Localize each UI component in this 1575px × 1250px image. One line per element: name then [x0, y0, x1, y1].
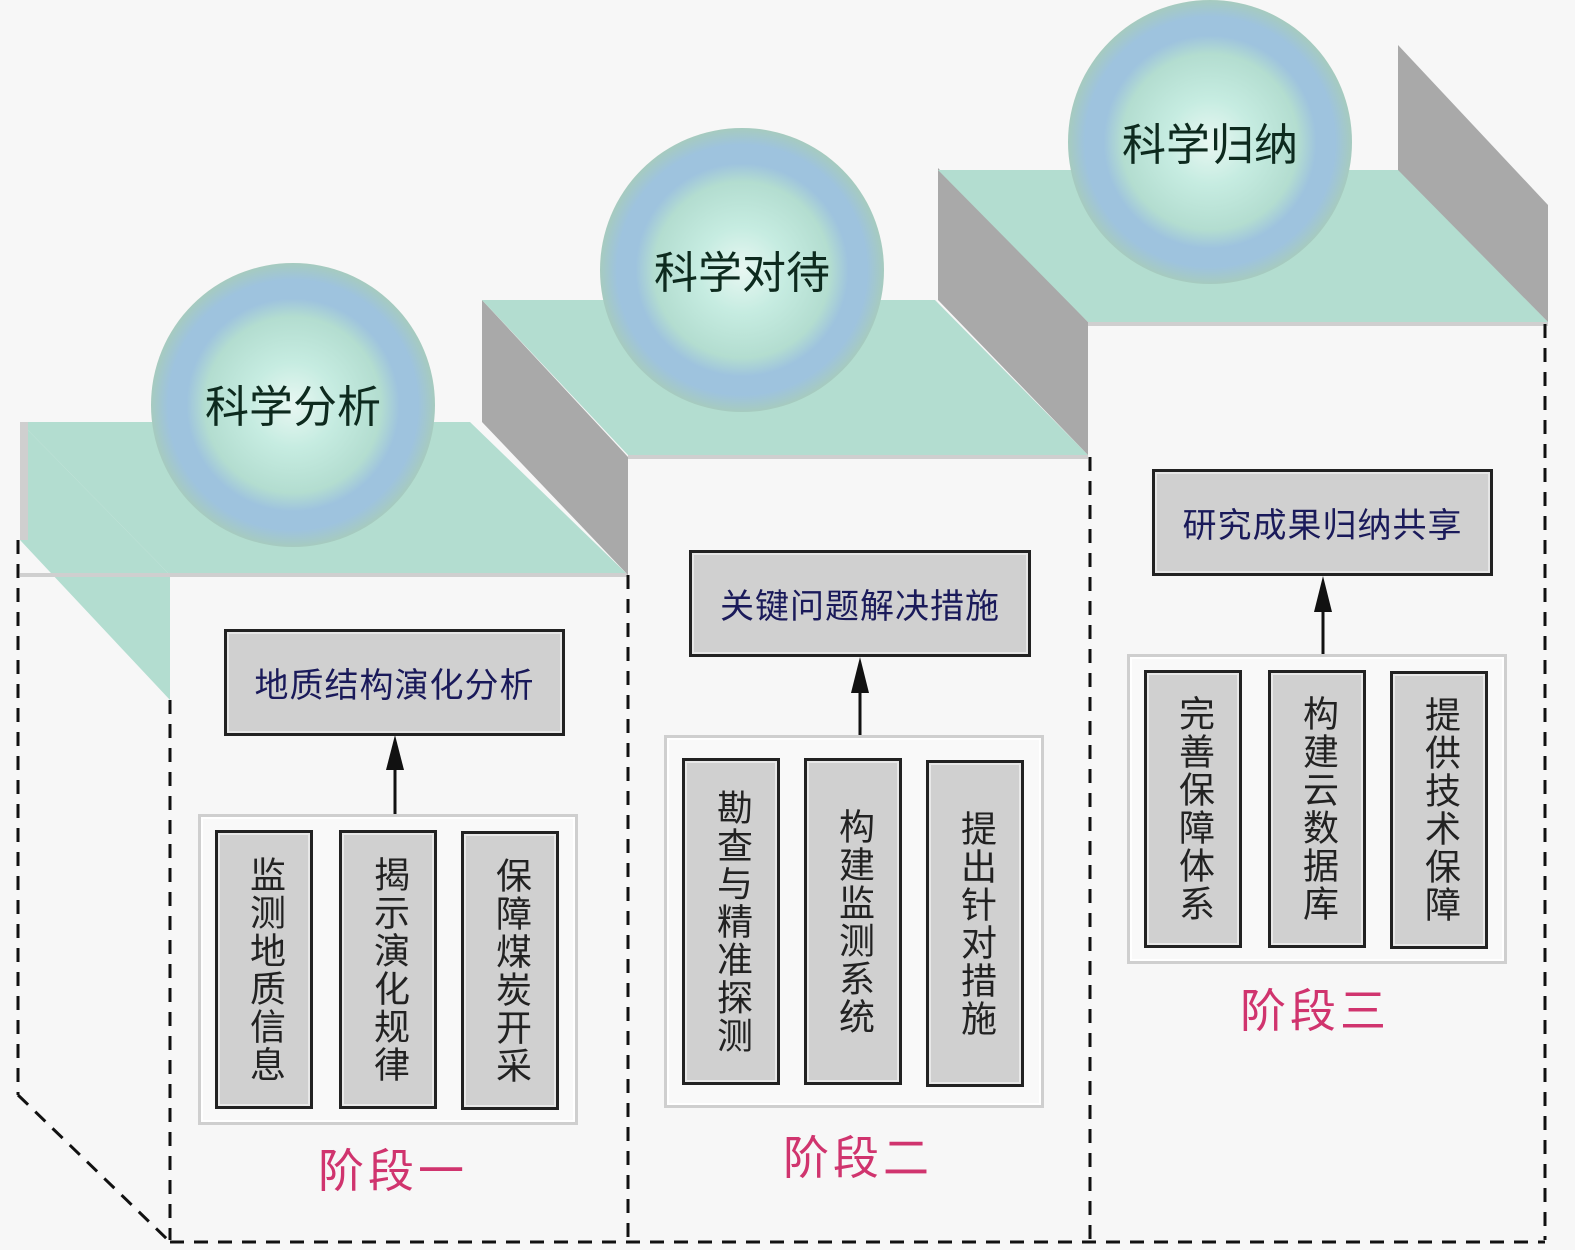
stage-3-top-box: 研究成果归纳共享	[1152, 469, 1493, 576]
stage-1-top-box-label: 地质结构演化分析	[254, 666, 535, 706]
stage-2-column-2-label: 构建监测系统	[833, 807, 874, 1036]
stage-2-column-1-label: 勘查与精准探测	[711, 788, 752, 1055]
stage-2-top-box: 关键问题解决措施	[689, 550, 1031, 657]
stage-3-column-1-label: 完善保障体系	[1173, 695, 1214, 923]
stage-1-label: 阶段一	[318, 1144, 468, 1198]
arrow-1	[386, 735, 404, 815]
sphere-1-label: 科学分析	[205, 382, 381, 433]
stage-2-column-3-label: 提出针对措施	[955, 809, 996, 1038]
stage-1-top-box: 地质结构演化分析	[224, 629, 565, 736]
stage-2-column-1: 勘查与精准探测	[682, 758, 780, 1085]
sphere-2-label: 科学对待	[654, 248, 830, 299]
sphere-1: 科学分析	[151, 263, 435, 547]
step-1-left-side	[20, 422, 170, 700]
stage-3-column-3: 提供技术保障	[1390, 671, 1488, 949]
stage-3-top-box-label: 研究成果归纳共享	[1182, 506, 1463, 546]
stage-3-label: 阶段三	[1240, 984, 1390, 1038]
sphere-2: 科学对待	[600, 128, 884, 412]
stage-2-column-3: 提出针对措施	[926, 760, 1024, 1087]
stage-1-column-3: 保障煤炭开采	[461, 831, 559, 1110]
step-1-left-edge	[20, 422, 28, 540]
arrow-2	[851, 657, 869, 735]
step-2-riser	[482, 300, 628, 575]
dashed-frame	[16, 324, 1547, 1244]
stage-1-column-1-label: 监测地质信息	[244, 855, 285, 1084]
stage-3-column-1: 完善保障体系	[1144, 670, 1242, 948]
stage-3-column-2-label: 构建云数据库	[1297, 695, 1338, 923]
stage-1-column-3-label: 保障煤炭开采	[490, 856, 531, 1085]
stage-3-column-3-label: 提供技术保障	[1419, 696, 1460, 924]
stage-1-column-2: 揭示演化规律	[339, 830, 437, 1109]
stage-1-column-2-label: 揭示演化规律	[368, 855, 409, 1084]
step-3-riser	[938, 168, 1088, 455]
arrow-3	[1314, 576, 1332, 655]
stage-2-column-2: 构建监测系统	[804, 758, 902, 1085]
stage-2-label: 阶段二	[783, 1131, 933, 1185]
stage-1-column-1: 监测地质信息	[215, 830, 313, 1109]
stage-3-column-2: 构建云数据库	[1268, 670, 1366, 948]
sphere-3: 科学归纳	[1068, 0, 1352, 284]
stage-2-top-box-label: 关键问题解决措施	[720, 587, 1000, 627]
sphere-3-label: 科学归纳	[1122, 120, 1298, 171]
step-3-back-wall	[1398, 45, 1548, 322]
